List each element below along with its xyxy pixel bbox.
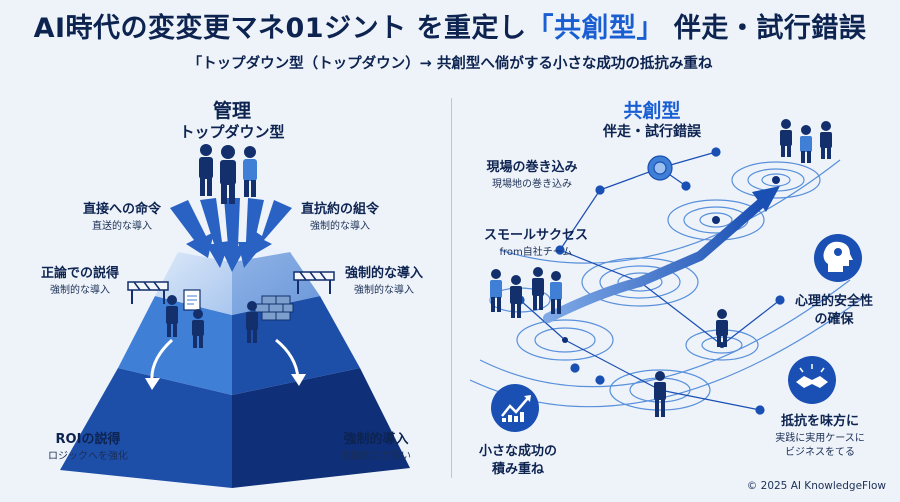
copyright: © 2025 AI KnowledgeFlow <box>746 480 886 492</box>
pyramid-bottom-left-face <box>60 368 232 488</box>
label-persuasion: 正論での説得 <box>40 266 120 281</box>
arrow-down-icon <box>220 198 246 272</box>
label-forced-deploy: 強制的導入 <box>343 432 409 447</box>
barricade-icon <box>127 281 169 304</box>
label-resistance-org: 直抗約の組令 <box>300 202 380 217</box>
arrowhead <box>291 374 306 386</box>
person-icon <box>490 269 502 312</box>
page-subtitle: 「トップダウン型（トップダウン）→ 共創型へ倘がする小さな成功の抵抗み重ね <box>187 56 713 72</box>
team-group <box>490 119 832 417</box>
ring-cluster <box>516 319 614 361</box>
employees-on-pyramid <box>166 295 258 348</box>
person-icon <box>532 267 544 310</box>
network-rings <box>469 159 861 411</box>
label-forced-intro: 強制的な導入 <box>344 266 424 281</box>
label-resistance-ally-sub2: ビジネスをてる <box>785 447 855 458</box>
ring-cluster <box>731 161 821 199</box>
label-psych-safety: 心理的安全性 <box>794 294 874 309</box>
label-small-success: スモールサクセス <box>483 228 589 243</box>
label-persuasion-sub: 強制的な導入 <box>50 285 110 296</box>
person-icon <box>192 309 204 348</box>
pyramid-top-right-face <box>232 252 320 315</box>
document-icon <box>183 289 201 311</box>
person-icon <box>716 309 728 347</box>
label-roi-persuasion-sub: ロジックへを強化 <box>48 451 128 462</box>
chart-icon <box>491 384 539 432</box>
person-icon <box>199 144 213 196</box>
label-roi-persuasion: ROIの説得 <box>55 432 121 447</box>
person-icon <box>550 271 562 314</box>
command-arrows <box>170 198 292 272</box>
person-icon <box>246 301 258 343</box>
growth-arrow <box>543 199 765 323</box>
arrow-down-icon <box>170 200 214 258</box>
pyramid-bottom-right-face <box>232 368 410 488</box>
managers-group <box>199 144 257 204</box>
pyramid-middle-right-face <box>232 296 360 395</box>
title-main: AI時代の変変更マネ01ジント を重定し <box>33 13 527 44</box>
person-icon <box>220 145 236 204</box>
label-resistance-ally: 抵抗を味方に <box>780 414 860 429</box>
label-accumulate-wins-sub: 積み重ね <box>491 462 545 477</box>
label-field-engagement: 現場の巻き込み <box>486 160 578 175</box>
arrowhead <box>752 186 780 212</box>
label-resistance-ally-sub: 実践に実用ケースに <box>775 433 865 444</box>
right-heading: 共創型 <box>623 100 681 122</box>
label-direct-command-sub: 直送的な導入 <box>92 221 152 232</box>
person-icon <box>243 146 257 197</box>
person-icon <box>166 295 178 337</box>
page-title: AI時代の変変更マネ01ジント を重定し「共創型」 伴走・試行錯誤 <box>0 6 900 45</box>
handshake-icon <box>788 356 836 404</box>
label-forced-intro-sub: 強制的な導入 <box>354 285 414 296</box>
person-icon <box>820 121 832 159</box>
label-accumulate-wins: 小さな成功の <box>478 444 558 459</box>
person-icon <box>654 371 666 417</box>
label-forced-deploy-sub: 強制的なが多い <box>341 451 411 462</box>
label-psych-safety-sub: の確保 <box>814 312 854 327</box>
title-tail: 伴走・試行錯誤 <box>673 13 867 44</box>
title-highlight: 「共創型」 <box>526 13 664 44</box>
section-divider <box>451 98 452 478</box>
left-subheading: トップダウン型 <box>179 123 285 141</box>
label-direct-command: 直接への命令 <box>82 202 162 217</box>
head-gear-icon <box>814 234 862 282</box>
person-icon <box>780 119 792 157</box>
arrow-down-icon <box>248 200 292 258</box>
right-subheading: 伴走・試行錯誤 <box>603 124 701 140</box>
brick-wall-icon <box>254 295 294 321</box>
label-small-success-sub: from自社チーム <box>499 247 573 258</box>
label-field-engagement-sub: 現場地の巻き込み <box>492 179 572 190</box>
arrowhead <box>145 378 160 390</box>
left-heading: 管理 <box>212 100 252 122</box>
person-icon <box>510 275 522 318</box>
barricade-icon <box>293 271 335 294</box>
label-resistance-org-sub: 強制的な導入 <box>310 221 370 232</box>
person-icon <box>800 125 812 163</box>
